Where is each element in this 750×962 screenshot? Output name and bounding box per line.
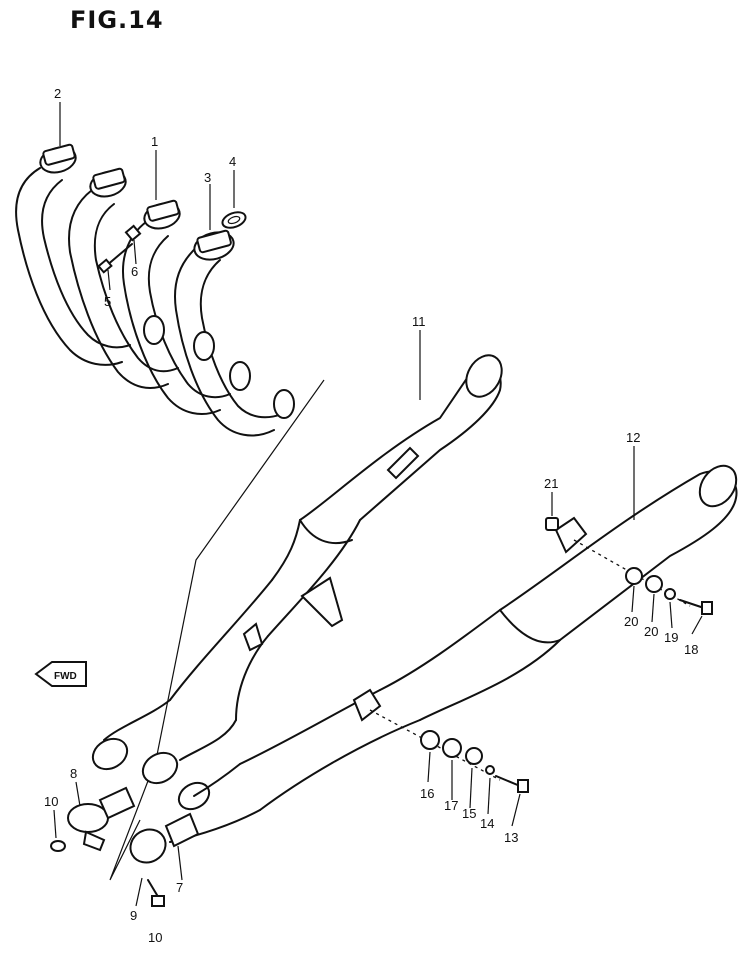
callout-18: 18 <box>684 642 698 657</box>
callout-10-left: 10 <box>44 794 58 809</box>
callout-2: 2 <box>54 86 61 101</box>
callout-10-bottom: 10 <box>148 930 162 945</box>
muffler-part-11 <box>91 354 503 785</box>
callout-1: 1 <box>151 134 158 149</box>
bracket-hardware-lower <box>369 709 529 793</box>
assembly-separator-line <box>109 379 325 881</box>
callout-9: 9 <box>130 908 137 923</box>
part-callouts: 2 1 3 4 5 6 11 12 21 8 10 7 9 10 16 17 1… <box>44 86 698 945</box>
leader-lines <box>53 102 703 907</box>
callout-20-left: 20 <box>624 614 638 629</box>
bolt-part-10-left <box>50 840 66 852</box>
callout-12: 12 <box>626 430 640 445</box>
nut-part-10-bottom <box>151 895 165 907</box>
callout-5: 5 <box>104 294 111 309</box>
callout-17: 17 <box>444 798 458 813</box>
callout-8: 8 <box>70 766 77 781</box>
callout-16: 16 <box>420 786 434 801</box>
fwd-label: FWD <box>54 671 77 682</box>
callout-4: 4 <box>229 154 236 169</box>
callout-21: 21 <box>544 476 558 491</box>
muffler-part-12 <box>129 464 738 864</box>
stud-bolt-part-5 <box>97 243 133 274</box>
callout-19: 19 <box>664 630 678 645</box>
callout-13: 13 <box>504 830 518 845</box>
callout-20-right: 20 <box>644 624 658 639</box>
figure-title: FIG.14 <box>70 6 164 34</box>
clamp-part-8 <box>67 803 109 852</box>
forward-direction-arrow: FWD <box>34 661 87 687</box>
connector-part-7 <box>98 786 200 848</box>
exhaust-header-pipes <box>15 143 295 437</box>
callout-11: 11 <box>412 314 426 329</box>
callout-7: 7 <box>176 880 183 895</box>
nut-part-6 <box>124 224 142 242</box>
callout-14: 14 <box>480 816 494 831</box>
callout-15: 15 <box>462 806 476 821</box>
gasket-part-4 <box>221 211 247 229</box>
callout-6: 6 <box>131 264 138 279</box>
bracket-hardware-upper <box>545 517 713 615</box>
callout-3: 3 <box>204 170 211 185</box>
